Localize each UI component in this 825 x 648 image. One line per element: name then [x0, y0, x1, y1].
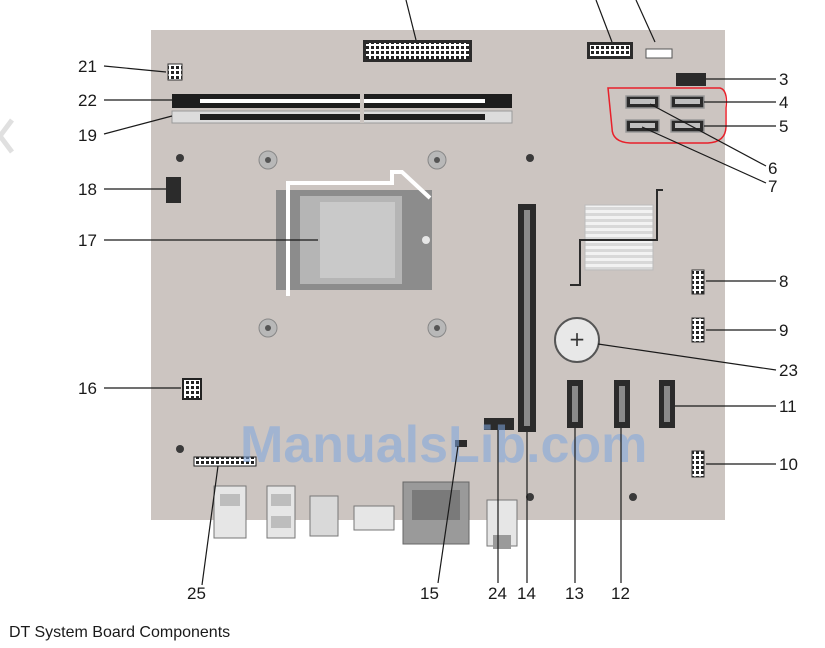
callout-3: 3 [779, 70, 788, 89]
connector-24 [484, 418, 514, 430]
coin-cell-battery: + [554, 317, 600, 363]
callout-23: 23 [779, 361, 798, 380]
pcie-x1-slots [567, 380, 675, 428]
front-panel-connector [587, 42, 633, 59]
sata-highlight-outline [607, 87, 728, 144]
callout-7: 7 [768, 177, 777, 196]
callout-6: 6 [768, 159, 777, 178]
figure-caption: DT System Board Components [9, 624, 231, 641]
small-header-top [645, 48, 673, 59]
cpu-fan-connector [166, 177, 181, 203]
pcie-x16-slot [518, 204, 536, 432]
intrusion-header [167, 63, 183, 81]
callout-15: 15 [420, 584, 439, 603]
callout-labels: 21 22 19 18 17 16 3 4 5 6 7 8 9 23 11 10… [78, 57, 798, 603]
fan-connector [676, 73, 706, 86]
chevron-left-icon [0, 118, 14, 154]
memory-slots [171, 94, 513, 124]
callout-13: 13 [565, 584, 584, 603]
atx-power-connector [363, 40, 472, 62]
leader-lines [103, 0, 777, 586]
callout-5: 5 [779, 117, 788, 136]
callout-24: 24 [488, 584, 507, 603]
callout-8: 8 [779, 272, 788, 291]
callout-12: 12 [611, 584, 630, 603]
callout-14: 14 [517, 584, 536, 603]
callout-16: 16 [78, 379, 97, 398]
chipset-heatsink [570, 189, 663, 286]
callout-4: 4 [779, 93, 788, 112]
cpu-power-connector [182, 378, 202, 400]
header-10 [691, 450, 705, 478]
jumper-15 [455, 440, 467, 447]
callout-17: 17 [78, 231, 97, 250]
callout-19: 19 [78, 126, 97, 145]
watermark: ManualsLib.com [240, 416, 647, 474]
callout-21: 21 [78, 57, 97, 76]
callout-22: 22 [78, 91, 97, 110]
callout-9: 9 [779, 321, 788, 340]
connector-25 [193, 456, 257, 467]
callout-18: 18 [78, 180, 97, 199]
svg-text:+: + [569, 327, 586, 351]
callout-10: 10 [779, 455, 798, 474]
callout-25: 25 [187, 584, 206, 603]
mounting-holes [176, 154, 637, 501]
header-9 [691, 317, 705, 343]
header-8 [691, 269, 705, 295]
callout-11: 11 [779, 397, 797, 416]
